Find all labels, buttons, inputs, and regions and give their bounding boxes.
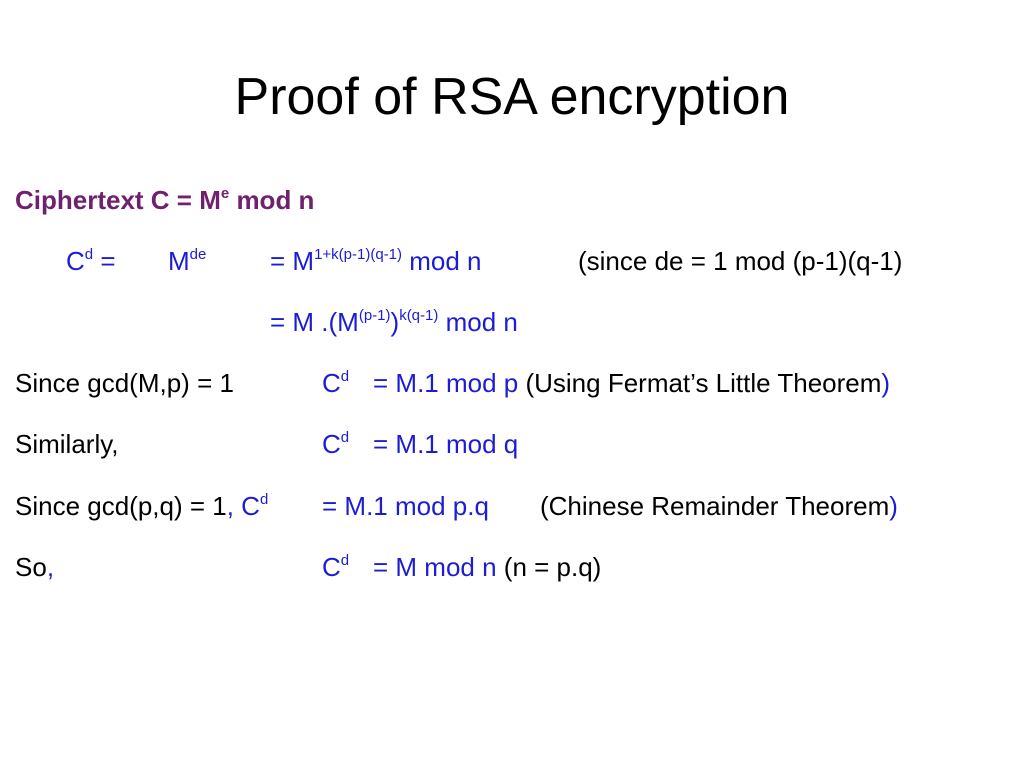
since-gcd-pq: Since gcd(p,q) = 1, Cd — [15, 490, 268, 527]
cd-term-7-exponent: d — [340, 552, 350, 569]
m-de-exponent: de — [189, 246, 207, 263]
fermat-line: = M.1 mod p (Using Fermat’s Little Theor… — [373, 367, 890, 399]
crt-note-wrap: (Chinese Remainder Theorem) — [540, 490, 898, 522]
cd-term-4: Cd — [322, 367, 349, 404]
so-label-wrap: So, — [15, 551, 54, 583]
since-gcd-pq-label: Since gcd(p,q) = 1 — [15, 491, 227, 521]
since-gcd-mp: Since gcd(M,p) = 1 — [15, 368, 234, 398]
since-gcd-pq-exponent: d — [259, 491, 269, 508]
mod-p-result: = M.1 mod p — [373, 368, 519, 398]
since-gcd-pq-cd: , C — [226, 491, 260, 521]
cd-lhs: Cd = — [66, 245, 116, 282]
ciphertext-exponent: e — [220, 185, 230, 202]
factored-exp2: k(q-1) — [399, 307, 439, 324]
mod-n-result: = M mod n — [373, 552, 497, 582]
similarly-label: Similarly, — [15, 429, 119, 459]
factored-line: = M .(M(p-1))k(q-1) mod n — [270, 306, 518, 343]
m-expanded: = M1+k(p-1)(q-1) mod n — [270, 245, 482, 282]
factored-exp1: (p-1) — [358, 307, 391, 324]
fermat-note-close: ) — [881, 368, 891, 398]
ciphertext-mod: mod n — [229, 185, 315, 215]
n-definition: (n = p.q) — [496, 552, 602, 582]
ciphertext-text: Ciphertext C = M — [15, 185, 221, 215]
cd-term-5-c: C — [322, 429, 341, 459]
crt-note-close: ) — [889, 491, 898, 521]
m-expanded-exponent: 1+k(p-1)(q-1) — [314, 246, 403, 263]
cd-term-5-exponent: d — [340, 429, 350, 446]
factored-b: ) — [390, 307, 400, 337]
cd-term-4-exponent: d — [340, 368, 350, 385]
cd-c: C — [66, 246, 85, 276]
slide-title: Proof of RSA encryption — [234, 68, 790, 126]
ciphertext-line: Ciphertext C = Me mod n — [15, 184, 314, 221]
fermat-note: (Using Fermat’s Little Theorem — [518, 368, 882, 398]
crt-line: = M.1 mod p.q — [322, 490, 489, 522]
cd-term-7-c: C — [322, 552, 341, 582]
mod-q-result: = M.1 mod q — [373, 429, 519, 459]
cd-term-5: Cd — [322, 428, 349, 465]
final-line: = M mod n (n = p.q) — [373, 551, 601, 583]
cd-exponent: d — [84, 246, 94, 263]
m-expanded-mod: mod n — [402, 246, 482, 276]
crt-note: (Chinese Remainder Theorem — [540, 491, 890, 521]
m-base: M — [168, 246, 190, 276]
m-de: Mde — [168, 245, 206, 282]
so-label: So — [15, 552, 47, 582]
m-expanded-base: = M — [270, 246, 315, 276]
mod-pq-result: = M.1 mod p.q — [322, 491, 489, 521]
since-de-note: (since de = 1 mod (p-1)(q-1) — [578, 246, 903, 276]
so-comma: , — [46, 552, 55, 582]
cd-term-7: Cd — [322, 551, 349, 588]
cd-equals: = — [93, 246, 116, 276]
factored-mod: mod n — [438, 307, 518, 337]
cd-term-4-c: C — [322, 368, 341, 398]
factored-a: = M .(M — [270, 307, 359, 337]
